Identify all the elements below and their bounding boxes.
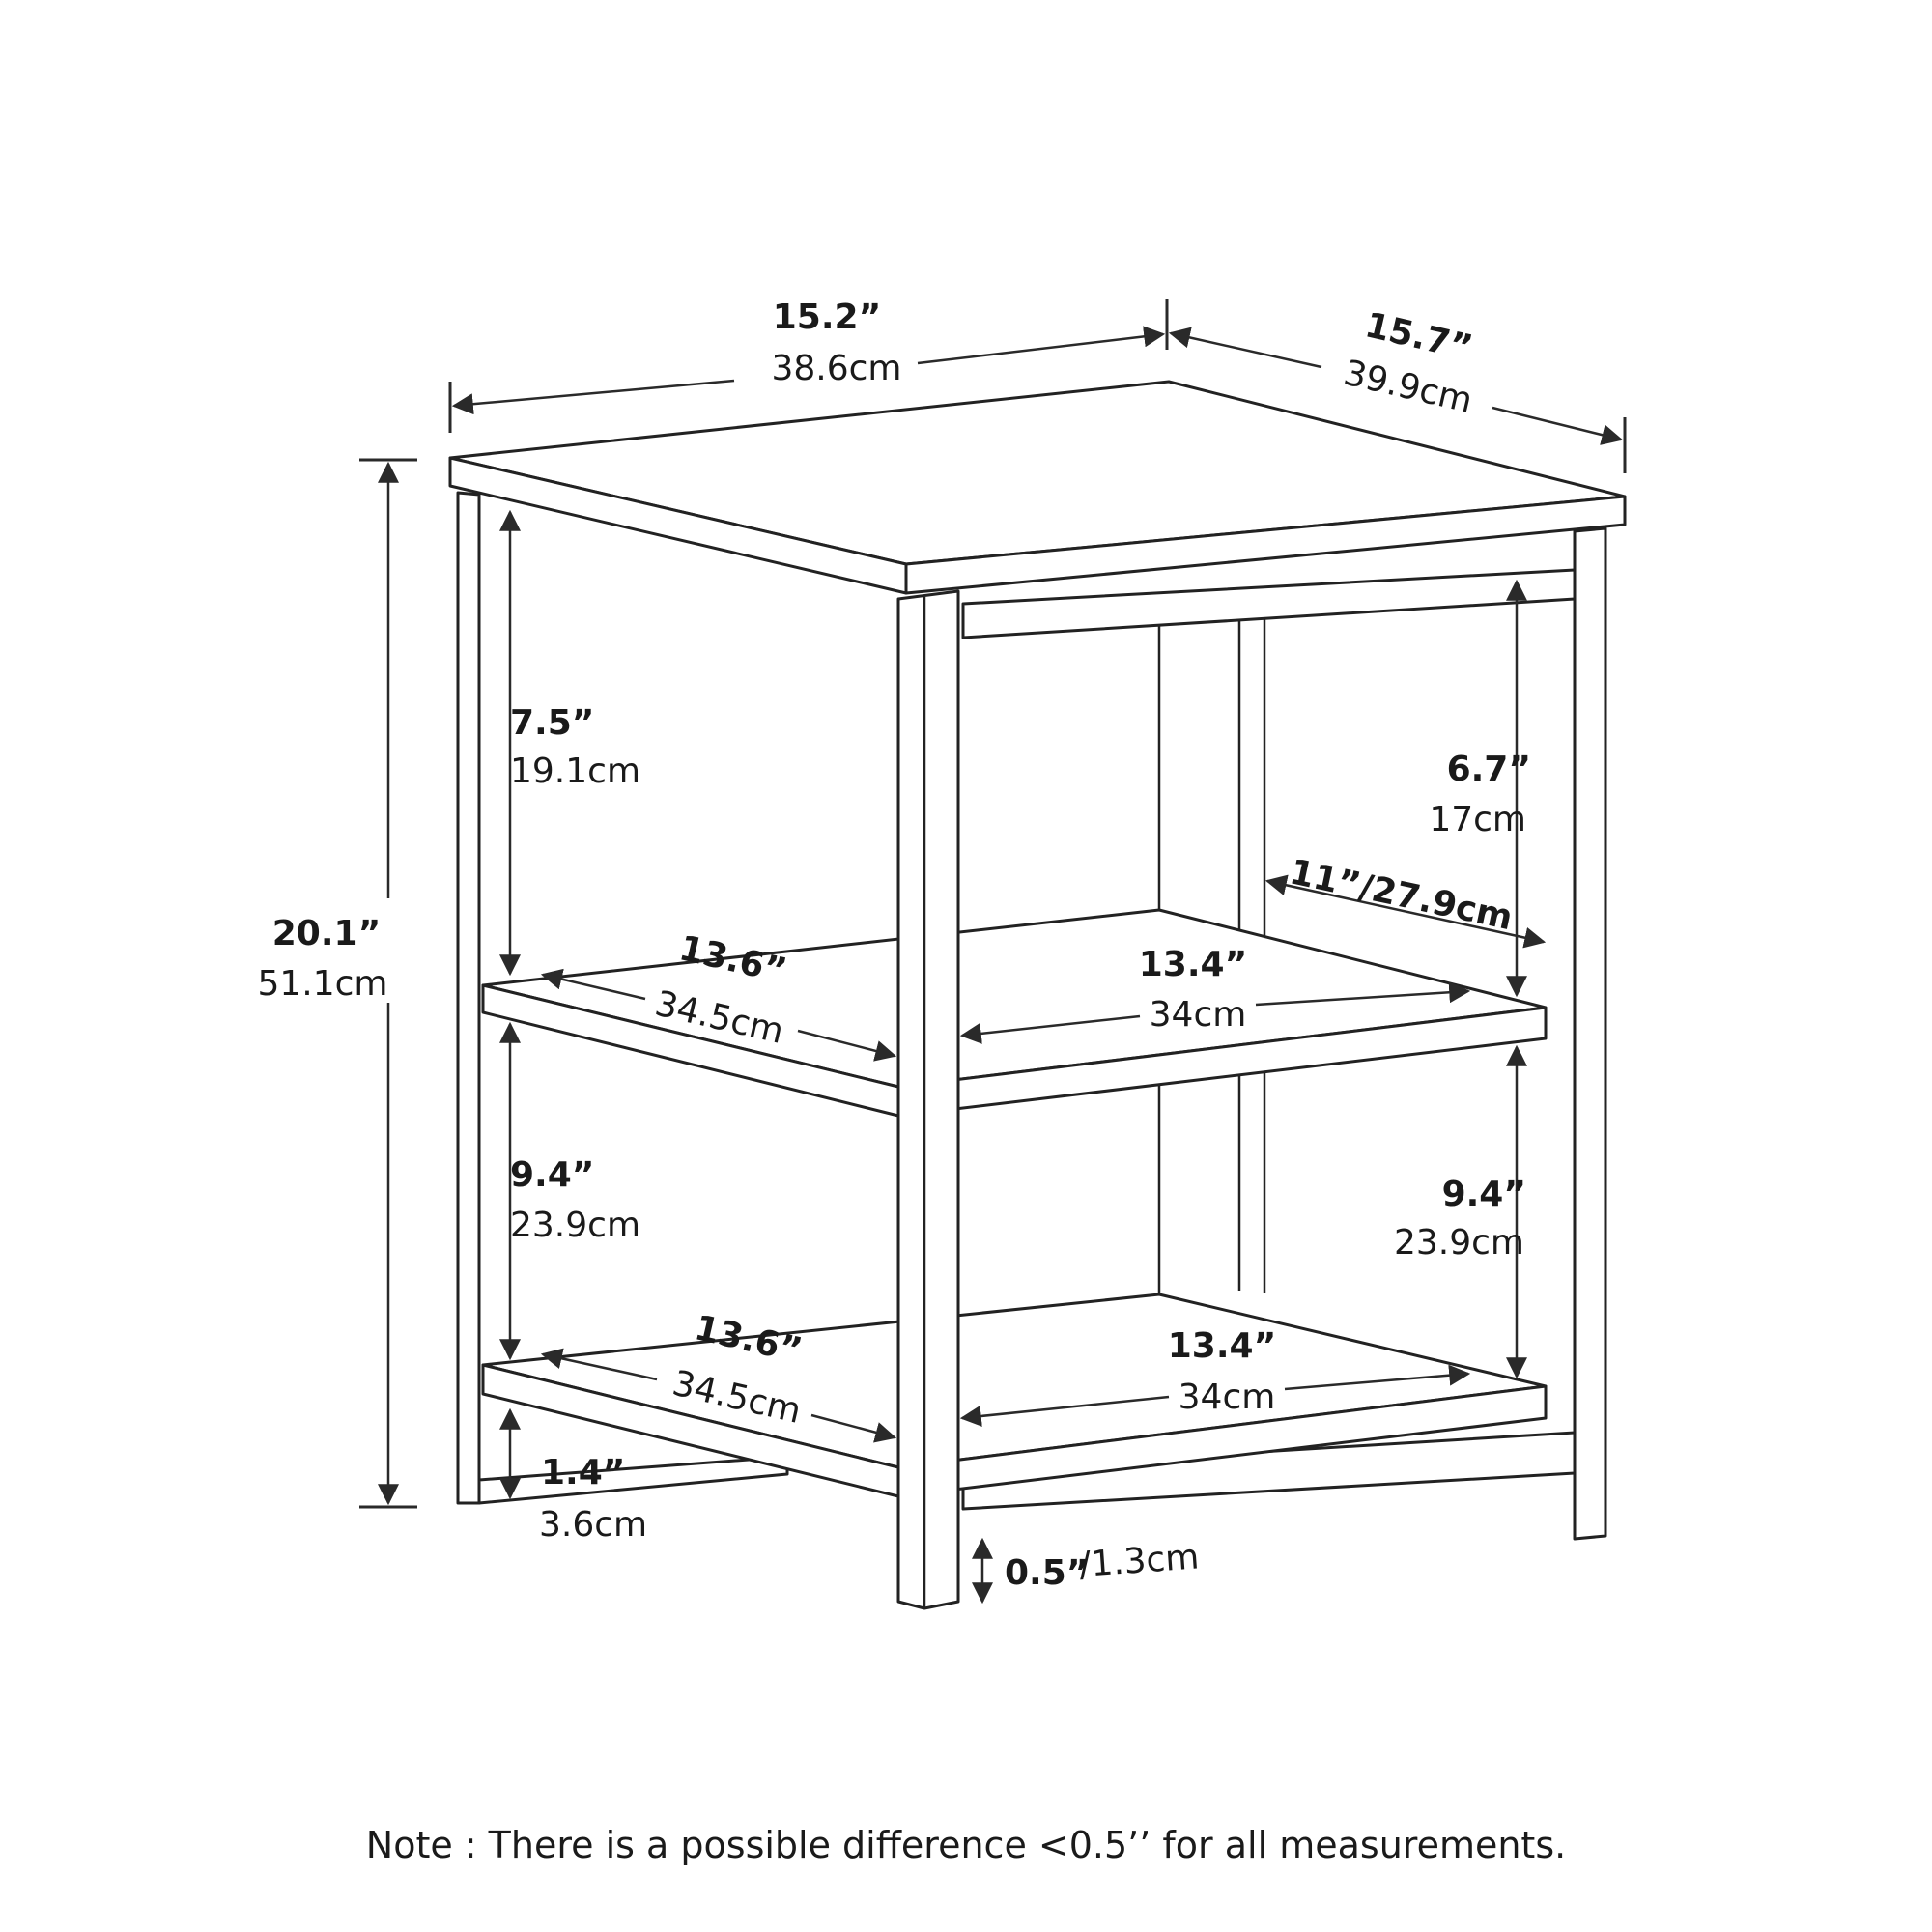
back-left-leg (456, 491, 481, 1505)
shelf1-width-cm: 34cm (1150, 995, 1247, 1035)
table-drawing (448, 380, 1627, 1610)
table-top-side-edge (904, 495, 1627, 595)
bottom-clearance-in: 1.4” (541, 1453, 625, 1492)
dimension-lines (359, 299, 1627, 1605)
measurement-note: Note : There is a possible difference <0… (366, 1824, 1566, 1866)
top-width-cm: 38.6cm (771, 349, 901, 388)
shelf1-width-in: 13.4” (1139, 945, 1247, 984)
shelf2-width-cm: 34cm (1179, 1378, 1276, 1417)
upper-gap-front-in: 7.5” (510, 703, 594, 743)
total-height-in: 20.1” (272, 914, 381, 953)
top-depth-in: 15.7” (1361, 305, 1476, 368)
lower-gap-front-in: 9.4” (510, 1155, 594, 1195)
upper-gap-back-in: 6.7” (1447, 750, 1531, 789)
upper-gap-back-cm: 17cm (1429, 800, 1526, 839)
left-bottom-rail (477, 1455, 789, 1505)
right-top-rail (961, 568, 1577, 639)
shelf2-width-in: 13.4” (1168, 1326, 1276, 1366)
total-height-cm: 51.1cm (257, 964, 387, 1004)
foot-in: 0.5” (1005, 1553, 1089, 1593)
front-right-leg (896, 589, 960, 1610)
right-bottom-rail (961, 1431, 1577, 1511)
upper-gap-front-cm: 19.1cm (510, 752, 640, 791)
inner-depth-label: 11”/27.9cm (1286, 852, 1516, 938)
foot-cm: /1.3cm (1078, 1537, 1201, 1585)
bottom-clearance-cm: 3.6cm (539, 1505, 647, 1545)
lower-gap-front-cm: 23.9cm (510, 1206, 640, 1245)
back-right-leg (1573, 526, 1607, 1541)
lower-gap-back-in: 9.4” (1442, 1175, 1526, 1214)
top-width-in: 15.2” (773, 298, 881, 337)
lower-gap-back-cm: 23.9cm (1394, 1223, 1524, 1263)
